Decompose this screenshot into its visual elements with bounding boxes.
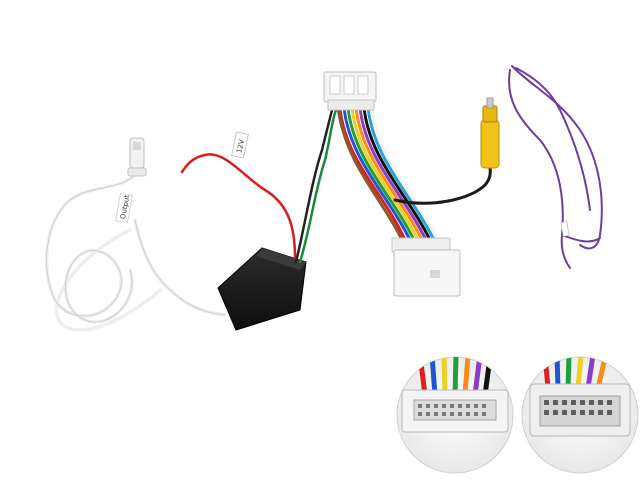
white-output-cable bbox=[44, 173, 227, 332]
module-signal-wires bbox=[294, 108, 338, 264]
12v-label-tag: 12V bbox=[231, 131, 249, 159]
main-wire-harness bbox=[336, 106, 440, 242]
inset-connector-closeup-1 bbox=[396, 356, 514, 474]
yellow-rca-plug bbox=[480, 97, 500, 169]
purple-wire-tag bbox=[560, 221, 570, 237]
purple-coiled-wire bbox=[508, 65, 603, 269]
white-plug bbox=[127, 137, 147, 177]
interface-module bbox=[217, 247, 307, 331]
12v-label-text: 12V bbox=[235, 139, 246, 154]
bottom-harness-connector bbox=[391, 237, 461, 297]
rca-cable bbox=[393, 163, 492, 205]
output-label-tag: Output bbox=[115, 192, 133, 224]
red-power-wire bbox=[180, 153, 297, 260]
white-cable-outline bbox=[46, 174, 226, 323]
inset-connector-closeup-2 bbox=[521, 356, 639, 474]
top-harness-connector bbox=[323, 71, 377, 111]
